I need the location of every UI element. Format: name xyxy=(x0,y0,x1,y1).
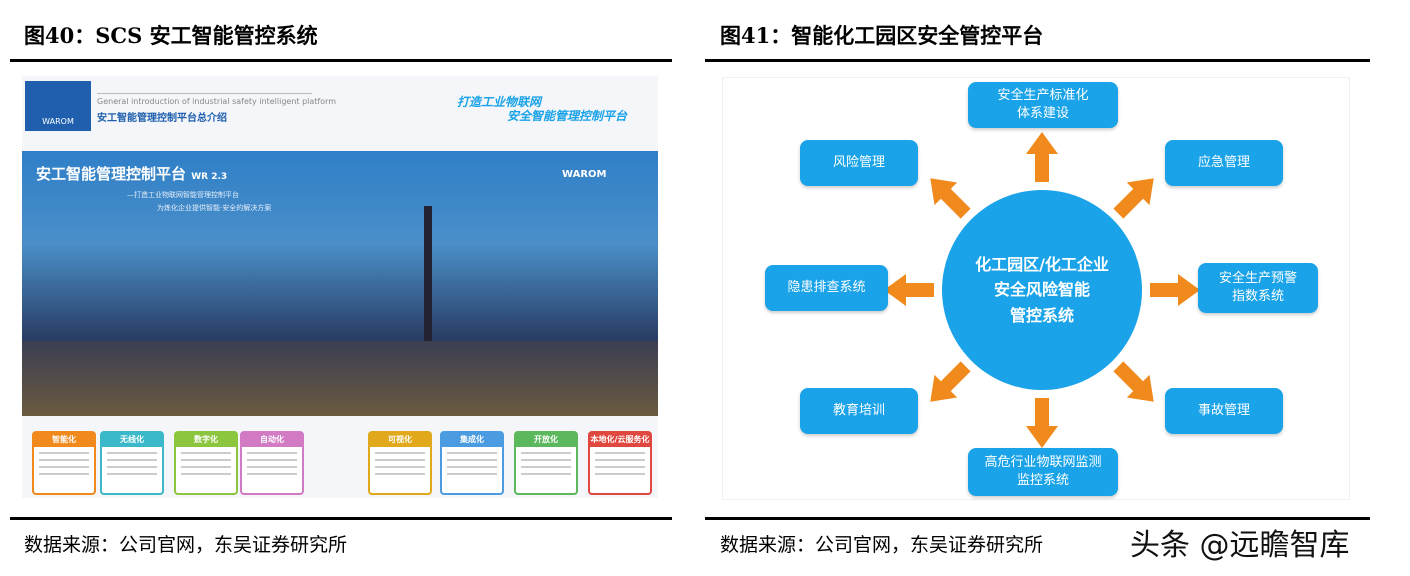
slogan-1: 打造工业物联网 xyxy=(457,95,542,109)
feature-card: 数字化 xyxy=(174,431,238,495)
node-risk-management: 风险管理 xyxy=(800,140,918,186)
card-text-line xyxy=(107,466,157,468)
banner-sub-2: 为炼化企业提供智能·安全的解决方案 xyxy=(157,204,272,212)
scs-platform-image: WAROM General introduction of industrial… xyxy=(22,76,658,498)
card-text-line xyxy=(181,466,231,468)
feature-card: 可视化 xyxy=(368,431,432,495)
refinery-banner: 安工智能管理控制平台 WR 2.3 —打造工业物联网智能管理控制平台 为炼化企业… xyxy=(22,151,658,416)
feature-card-label: 集成化 xyxy=(442,433,502,447)
card-text-line xyxy=(181,452,231,454)
feature-card: 开放化 xyxy=(514,431,578,495)
card-text-line xyxy=(375,459,425,461)
banner-title: 安工智能管理控制平台 xyxy=(36,165,187,183)
intro-cn: 安工智能管理控制平台总介绍 xyxy=(97,113,227,124)
watermark: 头条 @远瞻智库 xyxy=(1130,520,1350,564)
node-iot-monitoring: 高危行业物联网监测 监控系统 xyxy=(968,448,1118,496)
card-text-line xyxy=(39,473,89,475)
figure-40-title: 图40：SCS 安工智能管控系统 xyxy=(24,23,318,48)
feature-card-label: 无线化 xyxy=(102,433,162,447)
card-text-line xyxy=(247,459,297,461)
arrow xyxy=(1026,398,1058,448)
arrow xyxy=(1150,274,1200,306)
node-standardization: 安全生产标准化 体系建设 xyxy=(968,82,1118,128)
card-text-line xyxy=(181,459,231,461)
source-rule xyxy=(10,517,672,520)
card-text-line xyxy=(595,466,645,468)
card-text-line xyxy=(181,473,231,475)
card-text-line xyxy=(595,459,645,461)
node-emergency-management: 应急管理 xyxy=(1165,140,1283,186)
center-circle: 化工园区/化工企业 安全风险智能 管控系统 xyxy=(942,190,1142,390)
feature-card-label: 智能化 xyxy=(34,433,94,447)
source-rule xyxy=(705,517,1370,520)
divider xyxy=(97,93,312,94)
card-text-line xyxy=(447,473,497,475)
feature-card-label: 自动化 xyxy=(242,433,302,447)
feature-card: 无线化 xyxy=(100,431,164,495)
arrow xyxy=(930,178,971,219)
plant-lights xyxy=(22,341,658,416)
card-text-line xyxy=(247,473,297,475)
card-text-line xyxy=(247,466,297,468)
node-training: 教育培训 xyxy=(800,388,918,434)
banner-sub-1: —打造工业物联网智能管理控制平台 xyxy=(127,191,239,199)
feature-card-label: 可视化 xyxy=(370,433,430,447)
card-text-line xyxy=(107,452,157,454)
feature-card: 自动化 xyxy=(240,431,304,495)
banner-logo: WAROM xyxy=(562,169,607,180)
card-text-line xyxy=(447,466,497,468)
arrow xyxy=(930,361,971,402)
banner-version: WR 2.3 xyxy=(191,172,228,182)
right-source: 数据来源：公司官网，东吴证券研究所 xyxy=(720,534,1044,556)
card-text-line xyxy=(375,466,425,468)
card-text-line xyxy=(521,452,571,454)
card-text-line xyxy=(39,459,89,461)
card-text-line xyxy=(521,466,571,468)
warom-logo: WAROM xyxy=(25,81,91,131)
chimney xyxy=(424,206,432,356)
card-text-line xyxy=(447,452,497,454)
title-rule xyxy=(705,59,1370,62)
card-text-line xyxy=(39,452,89,454)
feature-card: 集成化 xyxy=(440,431,504,495)
feature-card: 智能化 xyxy=(32,431,96,495)
node-hazard-inspection: 隐患排查系统 xyxy=(765,265,888,311)
card-text-line xyxy=(247,452,297,454)
figure-41-title: 图41：智能化工园区安全管控平台 xyxy=(720,23,1044,48)
arrow xyxy=(1113,361,1154,402)
node-accident-management: 事故管理 xyxy=(1165,388,1283,434)
card-text-line xyxy=(521,473,571,475)
node-early-warning: 安全生产预警 指数系统 xyxy=(1198,263,1318,313)
card-text-line xyxy=(447,459,497,461)
arrow xyxy=(1026,132,1058,182)
slogan-2: 安全智能管理控制平台 xyxy=(507,109,628,123)
card-text-line xyxy=(521,459,571,461)
arrow xyxy=(1113,178,1154,219)
card-text-line xyxy=(595,473,645,475)
intro-en: General introduction of industrial safet… xyxy=(97,97,337,106)
card-text-line xyxy=(107,473,157,475)
card-text-line xyxy=(39,466,89,468)
card-text-line xyxy=(595,452,645,454)
left-source: 数据来源：公司官网，东吴证券研究所 xyxy=(24,534,348,556)
card-text-line xyxy=(375,452,425,454)
card-text-line xyxy=(107,459,157,461)
card-text-line xyxy=(375,473,425,475)
title-rule xyxy=(10,59,672,62)
feature-card: 本地化/云服务化 xyxy=(588,431,652,495)
feature-card-label: 数字化 xyxy=(176,433,236,447)
arrow xyxy=(884,274,934,306)
feature-card-label: 本地化/云服务化 xyxy=(590,433,650,447)
feature-card-label: 开放化 xyxy=(516,433,576,447)
